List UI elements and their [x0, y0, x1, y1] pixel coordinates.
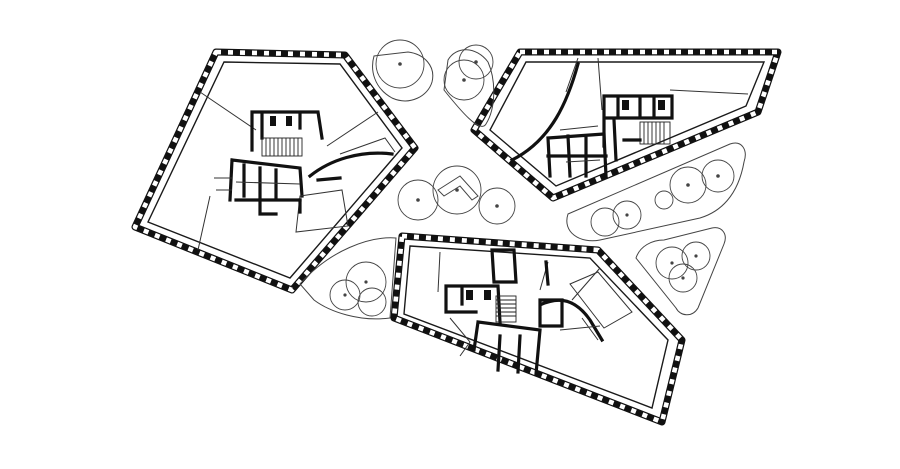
west-core-block — [270, 116, 276, 126]
north-east-core-block — [658, 100, 665, 110]
tree — [478, 187, 516, 225]
tree — [654, 190, 674, 210]
north-east-partition — [597, 57, 603, 111]
tree-trunk — [625, 213, 629, 217]
south-room-right — [569, 271, 633, 329]
west-building — [131, 48, 419, 294]
west-building-partition — [326, 111, 379, 147]
south-room-upper — [490, 248, 550, 286]
planter-south-west — [299, 237, 397, 320]
tree — [612, 200, 642, 230]
tree — [681, 241, 711, 271]
west-corridor-curve — [307, 151, 394, 179]
tree-trunk — [681, 276, 685, 280]
south-partition — [437, 251, 441, 293]
west-stair — [261, 137, 303, 157]
tree — [655, 246, 689, 280]
west-building-facade-windows — [132, 49, 418, 293]
tree — [668, 263, 698, 293]
west-building-partition — [197, 195, 211, 251]
courtyard-landscape — [299, 39, 746, 320]
south-core-block — [484, 290, 491, 300]
south-core-block — [466, 290, 473, 300]
west-room-right-wall — [298, 176, 342, 214]
north-east-partition — [669, 89, 749, 95]
tree — [345, 261, 387, 303]
tree — [432, 165, 482, 215]
curved-bench — [437, 175, 479, 201]
tree — [701, 159, 735, 193]
north-east-core-block — [622, 100, 629, 110]
north-east-building — [470, 48, 782, 202]
west-core-walls — [250, 110, 324, 152]
tree — [357, 287, 387, 317]
tree-trunk — [462, 78, 466, 82]
south-building-facade-windows — [391, 233, 685, 425]
south-building — [390, 232, 686, 426]
tree — [397, 179, 439, 221]
west-building-partition — [199, 91, 257, 131]
north-east-building-inner-wall — [489, 61, 766, 187]
north-east-core-walls — [602, 94, 674, 148]
west-rooms-walls — [228, 158, 304, 216]
tree-trunk — [343, 293, 347, 297]
tree — [669, 166, 707, 204]
tree-trunk — [495, 204, 499, 208]
south-stair — [495, 295, 517, 323]
west-rooms-thin — [214, 177, 301, 191]
west-room-right — [295, 189, 349, 233]
tree-trunk — [398, 62, 402, 66]
south-rooms-thin — [449, 317, 601, 357]
tree-trunk — [670, 261, 674, 265]
tree — [375, 39, 425, 89]
north-east-partition — [565, 57, 579, 93]
planter-east-upper — [566, 142, 746, 242]
planter-east-lower — [635, 227, 726, 316]
north-east-building-facade-windows — [471, 49, 781, 201]
tree-trunk — [686, 183, 690, 187]
west-building-partition — [339, 137, 396, 155]
tree — [443, 59, 485, 101]
south-core-walls — [444, 284, 502, 324]
south-rooms-walls — [472, 298, 564, 376]
north-east-stair — [639, 121, 671, 145]
west-core-block — [286, 116, 292, 126]
north-east-rooms-walls — [546, 118, 642, 178]
tree — [590, 207, 620, 237]
tree — [458, 44, 494, 80]
tree-trunk — [694, 254, 698, 258]
tree-trunk — [364, 280, 368, 284]
planter-north-left — [372, 51, 434, 102]
south-building-inner-wall — [403, 245, 669, 409]
tree-trunk — [716, 174, 720, 178]
north-east-rooms-thin — [559, 125, 601, 163]
north-east-spine — [509, 62, 580, 163]
tree-trunk — [455, 188, 459, 192]
south-corridor-curve — [539, 298, 605, 343]
tree-trunk — [416, 198, 420, 202]
